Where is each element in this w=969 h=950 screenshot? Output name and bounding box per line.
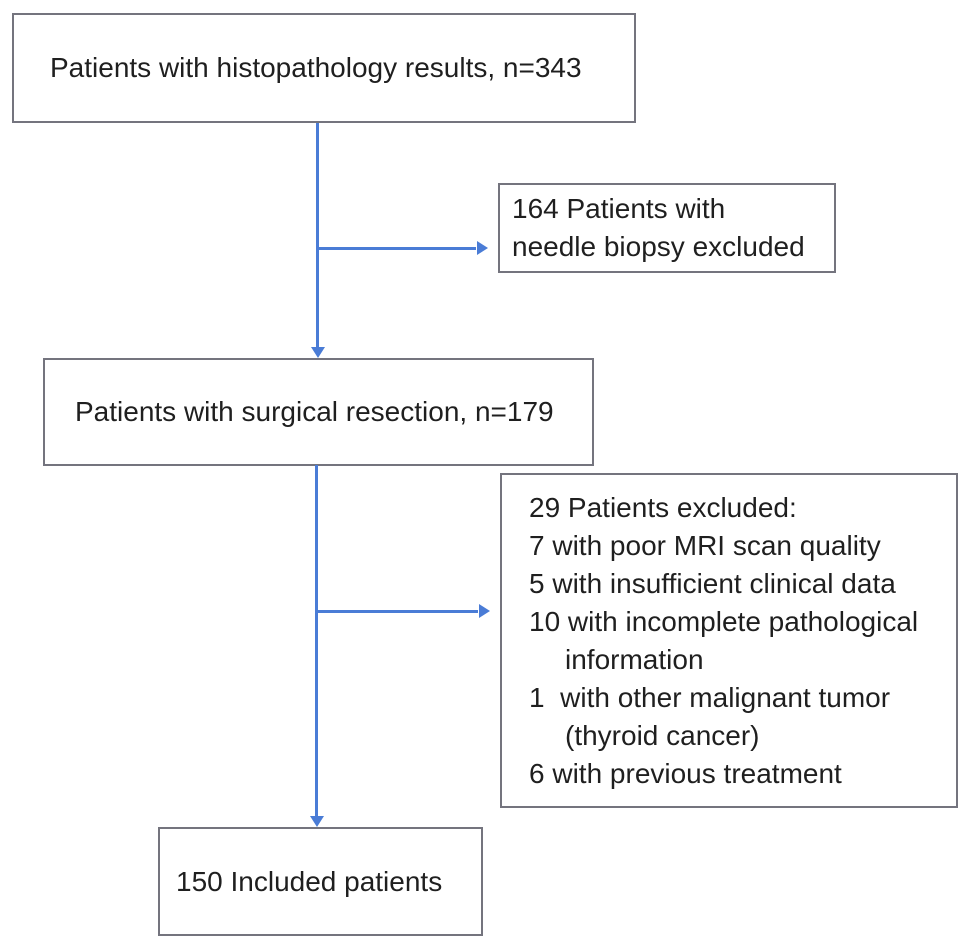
node-histopathology-results: Patients with histopathology results, n=…	[12, 13, 636, 123]
excluded-reason: 6 with previous treatment	[529, 758, 842, 789]
excluded-reason: 5 with insufficient clinical data	[529, 568, 896, 599]
node-needle-biopsy-line: 164 Patients with	[512, 193, 726, 224]
excluded-reason-header: 29 Patients excluded:	[529, 492, 797, 523]
arrowhead-down-icon	[310, 816, 324, 827]
excluded-reason-continuation: (thyroid cancer)	[565, 720, 760, 751]
connector-surgical-to-included	[315, 465, 318, 817]
node-surgical-resection: Patients with surgical resection, n=179	[43, 358, 594, 466]
arrowhead-right-icon	[479, 604, 490, 618]
node-needle-biopsy-excluded: 164 Patients with needle biopsy excluded	[498, 183, 836, 273]
node-included-label: 150 Included patients	[176, 865, 443, 897]
node-patients-excluded: 29 Patients excluded: 7 with poor MRI sc…	[500, 473, 958, 808]
excluded-reason: 10 with incomplete pathological	[529, 606, 919, 637]
connector-histopathology-to-surgical	[316, 123, 319, 348]
arrowhead-down-icon	[311, 347, 325, 358]
node-included-patients: 150 Included patients	[158, 827, 483, 936]
excluded-reason: 1 with other malignant tumor	[529, 682, 891, 713]
connector-to-patients-excluded	[318, 610, 478, 613]
arrowhead-right-icon	[477, 241, 488, 255]
excluded-reason-continuation: information	[565, 644, 704, 675]
node-surgical-label: Patients with surgical resection, n=179	[75, 396, 554, 427]
excluded-reason: 7 with poor MRI scan quality	[529, 530, 881, 561]
node-needle-biopsy-line: needle biopsy excluded	[512, 231, 805, 262]
node-histopathology-label: Patients with histopathology results, n=…	[50, 52, 582, 83]
connector-to-needle-biopsy-excluded	[319, 247, 476, 250]
